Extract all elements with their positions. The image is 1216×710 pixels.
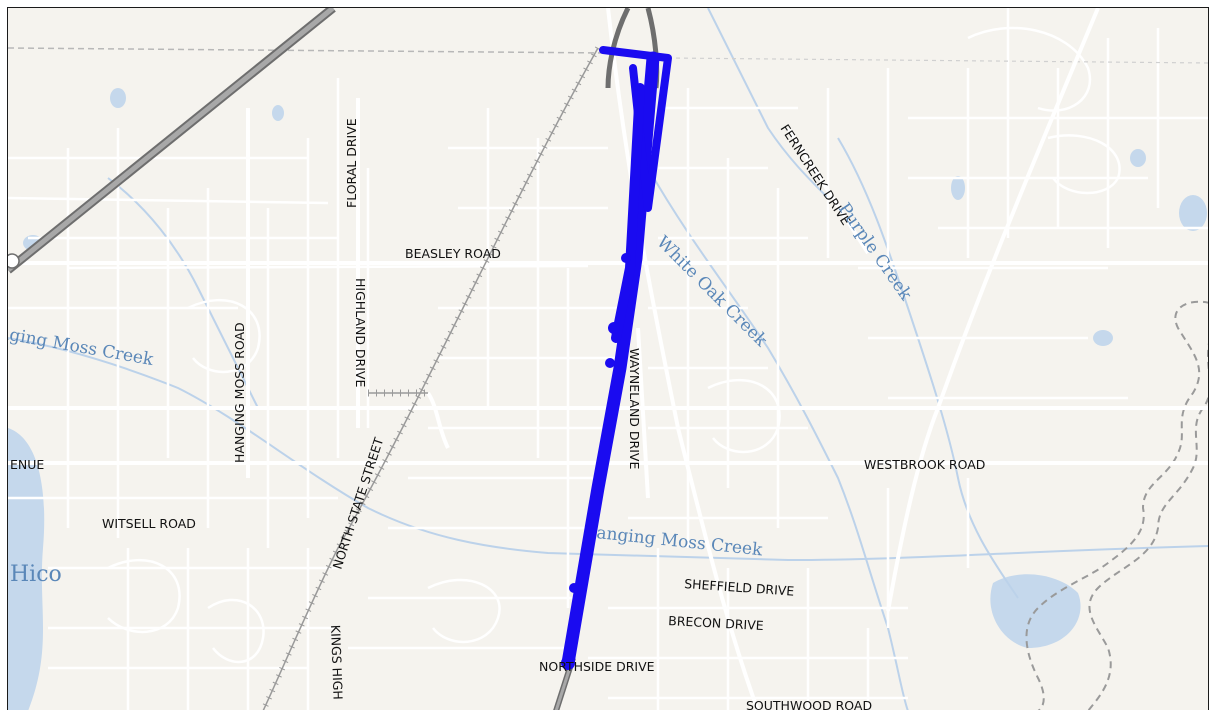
label-highland-drive: HIGHLAND DRIVE bbox=[353, 278, 368, 387]
river-boundary-2 bbox=[1087, 343, 1208, 710]
route-node-end bbox=[561, 656, 575, 670]
label-place-hico: Hico bbox=[10, 562, 62, 587]
label-southwood-road: SOUTHWOOD ROAD bbox=[746, 698, 872, 710]
label-floral-drive: FLORAL DRIVE bbox=[344, 118, 359, 208]
route-node-1 bbox=[621, 253, 631, 263]
pond-7 bbox=[1130, 149, 1146, 167]
route-line[interactable] bbox=[561, 46, 672, 670]
purple-creek bbox=[837, 137, 1019, 599]
label-westbrook-road: WESTBROOK ROAD bbox=[864, 457, 985, 472]
place-labels: Hico bbox=[10, 562, 62, 587]
creek-north bbox=[707, 8, 829, 199]
label-brecon-drive: BRECON DRIVE bbox=[668, 613, 764, 633]
route-node-3 bbox=[605, 358, 615, 368]
label-avenue-fragment: ENUE bbox=[10, 457, 44, 472]
label-beasley-road: BEASLEY ROAD bbox=[405, 246, 501, 261]
route-parallel bbox=[611, 83, 645, 343]
map-frame[interactable]: BEASLEY ROAD FLORAL DRIVE HIGHLAND DRIVE… bbox=[7, 7, 1209, 710]
route-node-5 bbox=[569, 583, 579, 593]
route-main bbox=[561, 51, 660, 670]
interchange-marker bbox=[8, 253, 20, 269]
map-canvas[interactable]: BEASLEY ROAD FLORAL DRIVE HIGHLAND DRIVE… bbox=[8, 8, 1209, 710]
label-wayneland-drive: WAYNELAND DRIVE bbox=[627, 348, 642, 469]
label-witsell-road: WITSELL ROAD bbox=[102, 516, 196, 531]
label-northside-drive: NORTHSIDE DRIVE bbox=[539, 659, 655, 674]
hanging-moss-creek bbox=[8, 337, 1208, 562]
railway bbox=[260, 46, 601, 710]
pond-2 bbox=[110, 88, 126, 108]
pond-6 bbox=[272, 105, 284, 121]
pond-1 bbox=[1179, 195, 1207, 231]
pond-5 bbox=[1093, 330, 1113, 346]
label-kings-highway: KINGS HIGH bbox=[328, 625, 346, 700]
route-node-2 bbox=[608, 322, 620, 334]
label-hanging-moss-road: HANGING MOSS ROAD bbox=[232, 322, 247, 463]
city-limit-east bbox=[667, 57, 1208, 64]
route-node-4 bbox=[588, 513, 598, 523]
city-limit bbox=[8, 47, 609, 54]
river-boundary bbox=[1025, 300, 1208, 710]
pond-4 bbox=[951, 176, 965, 200]
